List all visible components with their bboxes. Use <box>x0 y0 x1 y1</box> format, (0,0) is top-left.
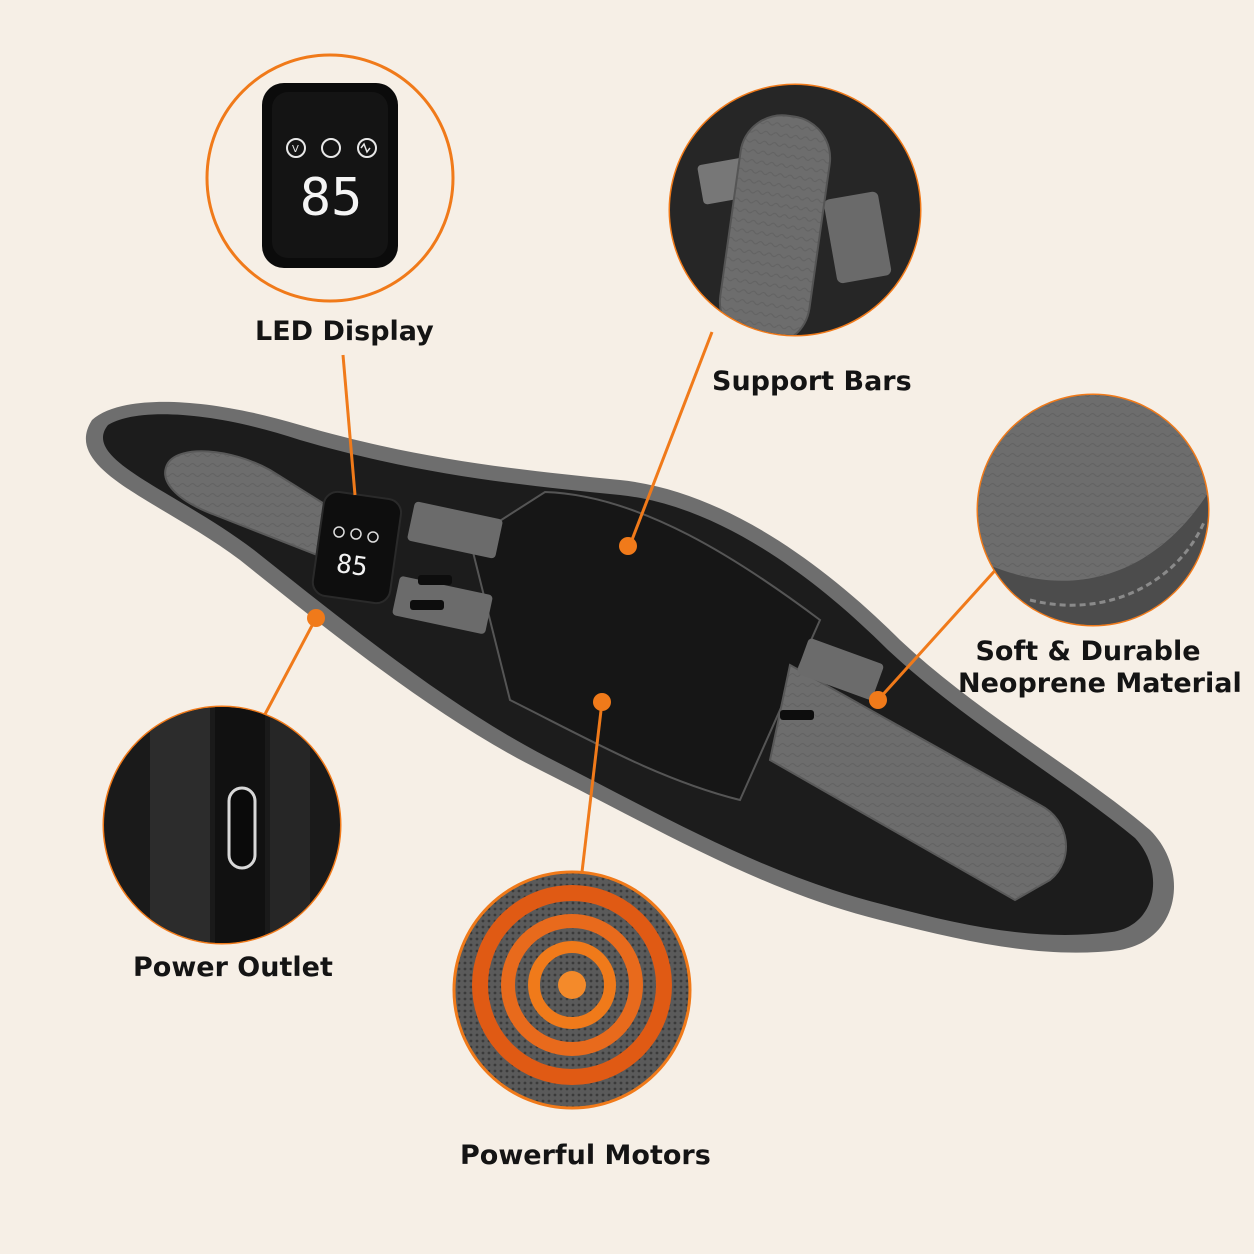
dot-motors <box>593 693 611 711</box>
callout-neoprene <box>976 393 1210 627</box>
power-icon <box>321 138 341 158</box>
callout-support-bars <box>668 83 922 337</box>
line-motors <box>580 701 604 873</box>
label-support-bars: Support Bars <box>712 366 912 397</box>
label-power-outlet: Power Outlet <box>133 952 333 983</box>
dot-support <box>619 537 637 555</box>
callout-lines <box>261 331 1002 873</box>
callout-motors <box>452 870 692 1110</box>
callout-power-outlet <box>102 705 342 945</box>
label-powerful-motors: Powerful Motors <box>460 1140 711 1171</box>
left-buckle-lower <box>410 600 444 610</box>
belt-controller-readout: 85 <box>334 549 369 583</box>
massage-belt: 85 <box>85 401 1174 953</box>
right-buckle <box>780 710 814 720</box>
label-led-display: LED Display <box>255 316 434 347</box>
line-power <box>261 619 317 719</box>
right-strap-upper <box>797 638 884 700</box>
callout-led-display: V 85 <box>205 53 455 303</box>
wave-icon <box>357 138 377 158</box>
label-neoprene-line2: Neoprene Material <box>958 668 1242 699</box>
dot-neo <box>869 691 887 709</box>
label-neoprene-line1: Soft & Durable <box>975 636 1201 667</box>
callout-dots <box>307 537 887 711</box>
v-mode-icon <box>286 138 306 158</box>
support-bar-pad <box>718 114 832 335</box>
line-neo <box>876 563 1002 702</box>
svg-text:V: V <box>292 144 299 155</box>
belt-controller: 85 <box>311 490 403 605</box>
dot-power <box>307 609 325 627</box>
left-buckle-upper <box>418 575 452 585</box>
line-led <box>341 354 357 496</box>
left-strap-upper <box>407 501 503 559</box>
label-neoprene: Soft & Durable Neoprene Material <box>958 636 1242 700</box>
line-support <box>628 331 714 546</box>
led-readout: 85 <box>300 168 363 228</box>
right-strap-long <box>768 663 1067 902</box>
usb-c-port-icon <box>227 786 257 870</box>
